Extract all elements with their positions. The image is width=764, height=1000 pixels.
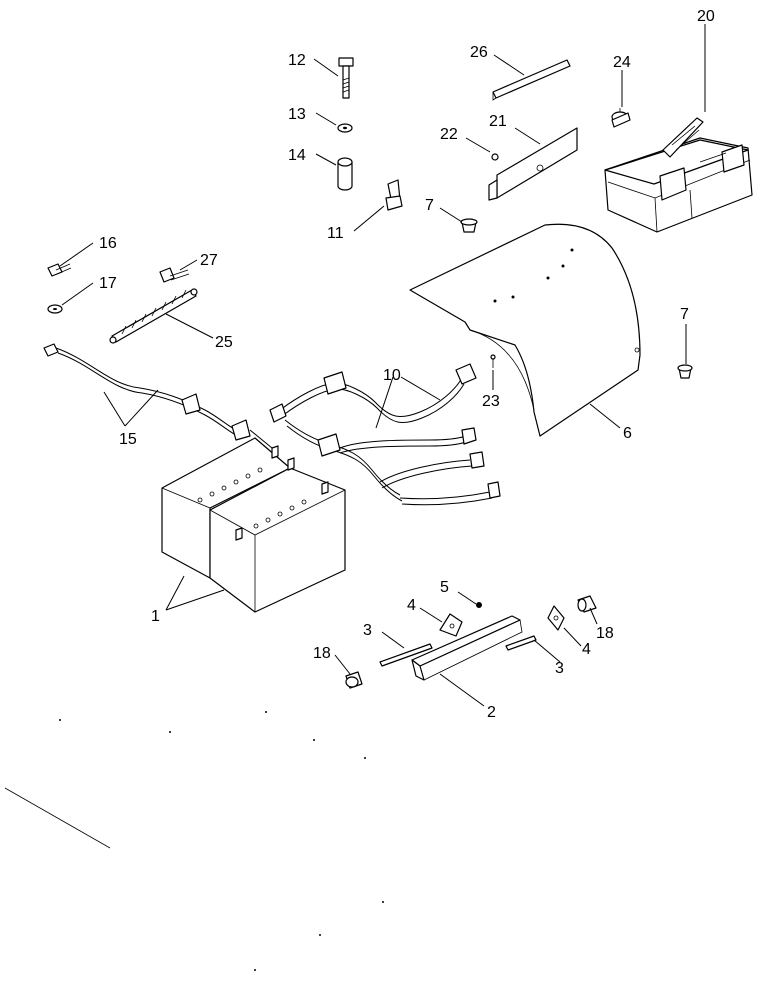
callout-10: 10 bbox=[383, 367, 401, 384]
leader-lines bbox=[59, 24, 706, 707]
bolt-washer-spacer-icon bbox=[337, 57, 354, 191]
callout-23: 23 bbox=[482, 393, 500, 410]
battery-pair-icon bbox=[161, 437, 346, 613]
callout-4a: 4 bbox=[407, 597, 416, 614]
callout-3b: 3 bbox=[555, 660, 564, 677]
push-fastener-icon bbox=[460, 218, 478, 233]
nut-icon bbox=[476, 602, 482, 608]
callout-24: 24 bbox=[613, 54, 631, 71]
ground-strap-icon bbox=[109, 288, 198, 344]
hold-down-bar-icon bbox=[411, 615, 523, 681]
callout-12: 12 bbox=[288, 52, 306, 69]
pin-icon bbox=[490, 354, 496, 368]
callout-27: 27 bbox=[200, 252, 218, 269]
toolbox-icon bbox=[604, 117, 753, 233]
j-bolt-icon bbox=[505, 635, 537, 651]
support-rod-icon bbox=[492, 59, 571, 101]
cable-clip-icon bbox=[385, 179, 403, 211]
bumper-icon bbox=[345, 671, 363, 689]
callout-18b: 18 bbox=[313, 645, 331, 662]
callout-5: 5 bbox=[440, 579, 449, 596]
latch-icon bbox=[611, 108, 631, 128]
bumper-icon bbox=[577, 595, 597, 613]
callout-labels: 20 24 26 21 22 12 13 14 11 7 7 16 17 27 … bbox=[99, 8, 715, 721]
callout-6: 6 bbox=[623, 425, 632, 442]
callout-26: 26 bbox=[470, 44, 488, 61]
bolt-icon bbox=[47, 263, 72, 277]
scan-artifacts bbox=[4, 711, 384, 971]
callout-13: 13 bbox=[288, 106, 306, 123]
battery-cover-icon bbox=[409, 223, 641, 437]
callout-11: 11 bbox=[327, 225, 344, 242]
callout-14: 14 bbox=[288, 147, 306, 164]
callout-20: 20 bbox=[697, 8, 715, 25]
push-fastener-icon bbox=[677, 364, 693, 379]
clamp-icon bbox=[547, 605, 565, 631]
callout-22: 22 bbox=[440, 126, 458, 143]
callout-25: 25 bbox=[215, 334, 233, 351]
battery-cable-icon bbox=[43, 343, 273, 449]
callout-1: 1 bbox=[151, 608, 160, 625]
callout-7b: 7 bbox=[680, 306, 689, 323]
callout-17: 17 bbox=[99, 275, 117, 292]
mounting-bracket-icon bbox=[488, 127, 578, 201]
callout-3a: 3 bbox=[363, 622, 372, 639]
clamp-icon bbox=[439, 613, 463, 637]
callout-18a: 18 bbox=[596, 625, 614, 642]
screw-icon bbox=[491, 153, 499, 161]
battery-cable-harness-icon bbox=[269, 363, 501, 506]
washer-icon bbox=[47, 304, 63, 314]
callout-4b: 4 bbox=[582, 641, 591, 658]
callout-21: 21 bbox=[489, 113, 507, 130]
callout-15: 15 bbox=[119, 431, 137, 448]
terminal-bolt-icon bbox=[159, 267, 190, 283]
callout-7a: 7 bbox=[425, 197, 434, 214]
callout-16: 16 bbox=[99, 235, 117, 252]
j-bolt-icon bbox=[379, 643, 433, 667]
callout-2: 2 bbox=[487, 704, 496, 721]
